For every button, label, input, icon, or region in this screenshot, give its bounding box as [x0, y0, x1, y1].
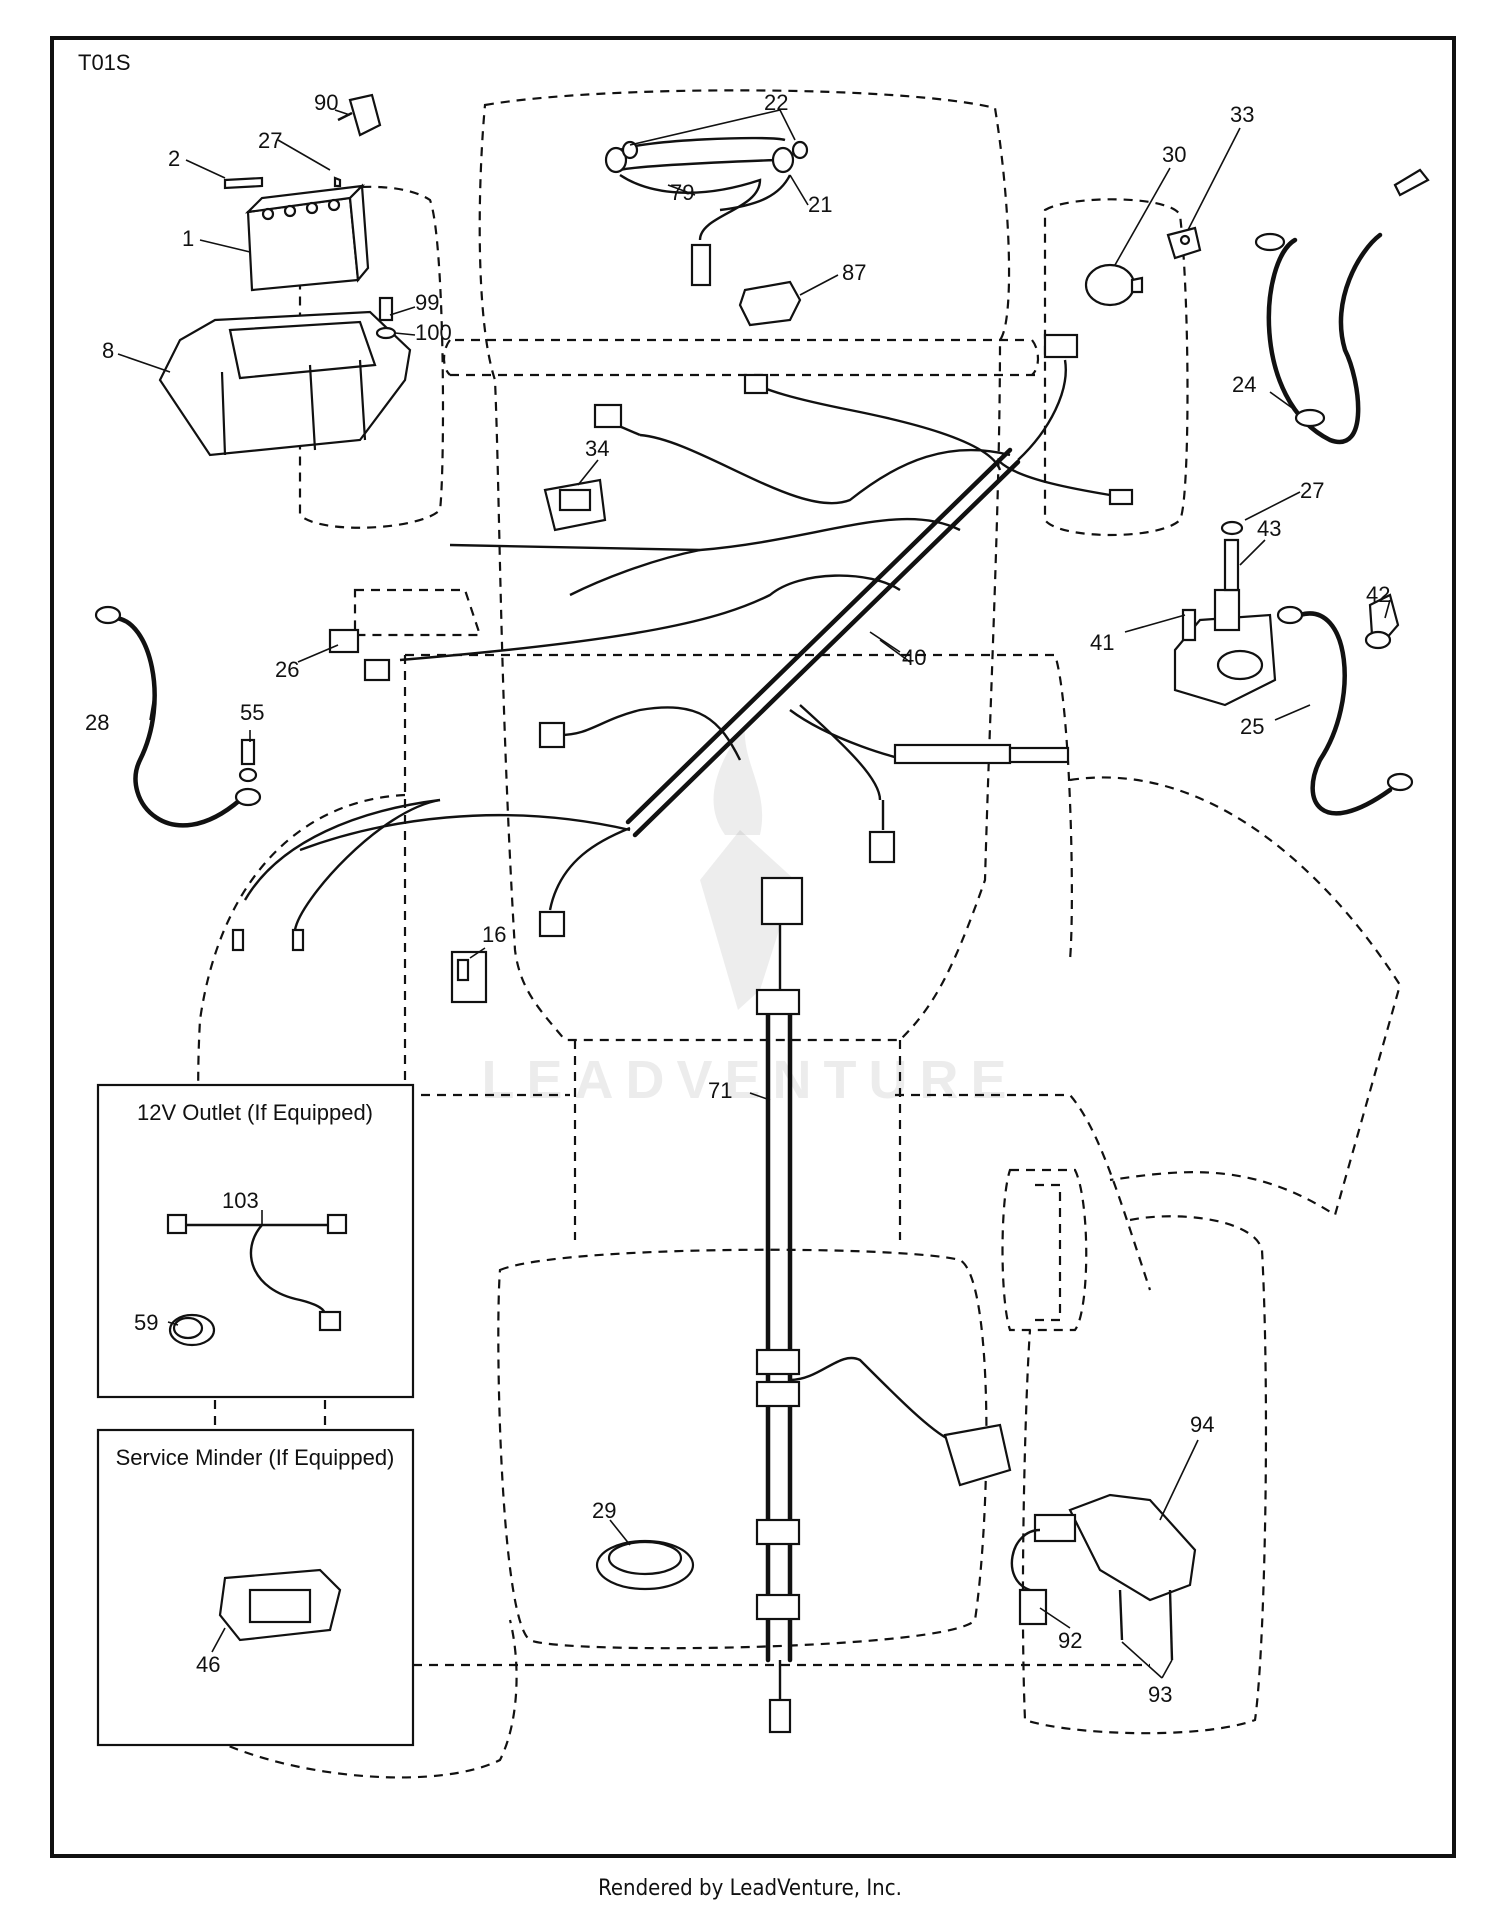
callout-43: 43	[1257, 516, 1281, 541]
callout-21: 21	[808, 192, 832, 217]
hour-meter-mount	[595, 1539, 695, 1591]
callout-27b: 27	[1300, 478, 1324, 503]
callout-55: 55	[240, 700, 264, 725]
callout-93: 93	[1148, 1682, 1172, 1707]
callout-90: 90	[314, 90, 338, 115]
battery-cable-25	[1276, 605, 1414, 816]
diagram-frame	[50, 36, 1456, 1858]
callout-87: 87	[842, 260, 866, 285]
headlight-harness	[604, 136, 809, 327]
callout-1: 1	[182, 226, 194, 251]
rear-harness	[755, 876, 1012, 1734]
footer-credit: Rendered by LeadVenture, Inc.	[598, 1876, 902, 1901]
callout-34: 34	[585, 436, 609, 461]
callout-42: 42	[1366, 582, 1390, 607]
starter-solenoid	[1173, 520, 1400, 707]
inset-12v-outlet-title: 12V Outlet (If Equipped)	[137, 1100, 373, 1125]
interlock-module	[1010, 1493, 1197, 1661]
inset-12v-outlet: 12V Outlet (If Equipped)	[96, 1083, 415, 1399]
leader-lines	[117, 109, 1391, 1679]
callout-29: 29	[592, 1498, 616, 1523]
callout-71: 71	[708, 1078, 732, 1103]
seat-switch	[450, 950, 488, 1004]
callout-27: 27	[258, 128, 282, 153]
callout-28: 28	[85, 710, 109, 735]
callout-79: 79	[670, 180, 694, 205]
ignition-switch	[1084, 226, 1202, 307]
callout-41: 41	[1090, 630, 1114, 655]
callout-94: 94	[1190, 1412, 1214, 1437]
callout-25: 25	[1240, 714, 1264, 739]
inset-service-minder-title: Service Minder (If Equipped)	[116, 1445, 395, 1470]
main-wire-harness	[231, 333, 1134, 952]
callout-33: 33	[1230, 102, 1254, 127]
callout-30: 30	[1162, 142, 1186, 167]
callout-22: 22	[764, 90, 788, 115]
callout-16: 16	[482, 922, 506, 947]
callout-99: 99	[415, 290, 439, 315]
callout-59: 59	[134, 1310, 158, 1335]
battery-assembly	[158, 93, 412, 457]
watermark-text: LEADVENTURE	[481, 1050, 1018, 1110]
part-callouts: 90 27 2 1 99 100 8 22 79 21 87 30 33 24 …	[85, 90, 1390, 1707]
callout-92: 92	[1058, 1628, 1082, 1653]
battery-cable-24	[1254, 168, 1430, 445]
diagram-code: T01S	[78, 50, 131, 75]
callout-100: 100	[415, 320, 452, 345]
callout-40: 40	[902, 645, 926, 670]
inset-service-minder: Service Minder (If Equipped)	[96, 1428, 415, 1747]
callout-2: 2	[168, 146, 180, 171]
callout-24: 24	[1232, 372, 1256, 397]
callout-26: 26	[275, 657, 299, 682]
callout-103: 103	[222, 1188, 259, 1213]
watermark-logo: LEADVENTURE	[481, 725, 1018, 1110]
battery-cable-28	[94, 605, 262, 828]
pto-switch	[543, 478, 607, 532]
callout-8: 8	[102, 338, 114, 363]
callout-46: 46	[196, 1652, 220, 1677]
